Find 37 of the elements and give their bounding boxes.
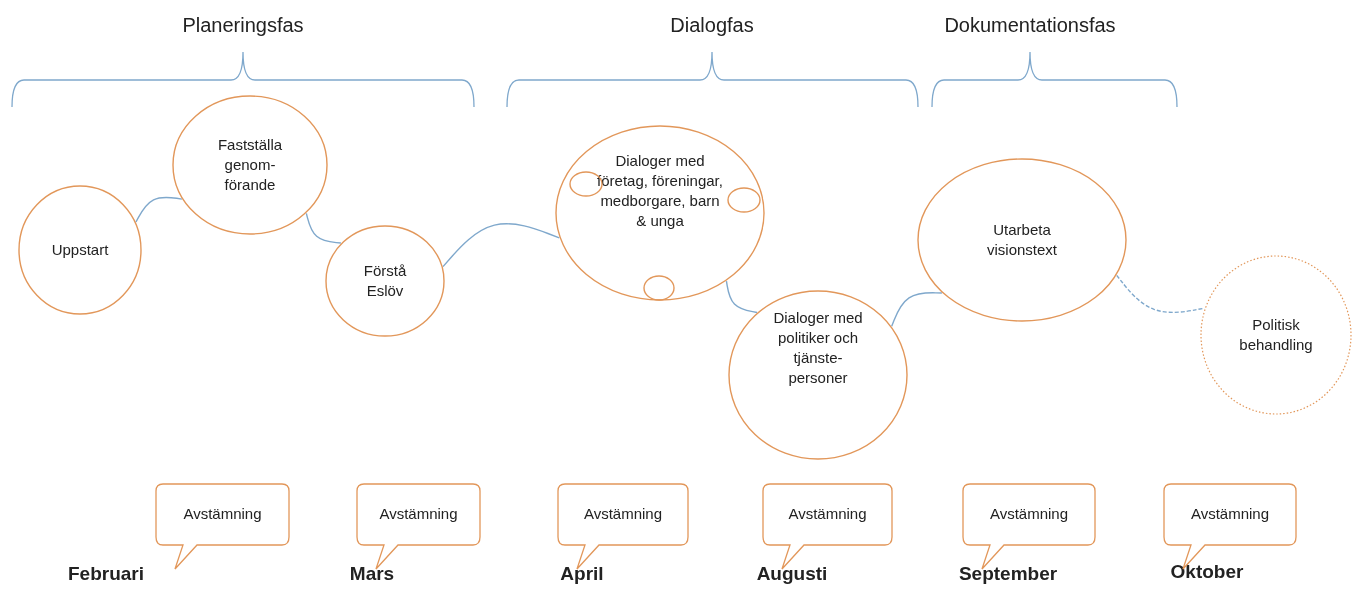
connector-arc [725, 280, 758, 314]
stage-circle [728, 290, 908, 460]
connector-arc [891, 292, 943, 327]
bubble-text: Avstämning [989, 504, 1069, 524]
connector-arc [305, 212, 342, 244]
month-label: September [958, 563, 1058, 585]
stage-circle [18, 185, 142, 315]
bubble-text: Avstämning [788, 504, 867, 524]
month-label: Augusti [756, 563, 828, 585]
month-label: Februari [68, 563, 144, 585]
bubble-text: Avstämning [1190, 504, 1270, 524]
circle-text: Uppstart [51, 240, 109, 260]
small-circle [727, 187, 761, 213]
connector-arc [442, 223, 560, 268]
month-label: April [560, 563, 604, 585]
circle-text: Fastställa genom- förande [216, 135, 284, 195]
stage-circle [325, 225, 445, 337]
month-label: Mars [349, 563, 395, 585]
circle-text: Dialoger med företag, föreningar, medborgare, barn & unga [596, 151, 724, 231]
circle-text: Förstå Eslöv [362, 261, 408, 301]
phase-heading: Dialogfas [670, 14, 754, 37]
connector-arc [135, 196, 183, 223]
circle-text: Politisk behandling [1238, 315, 1314, 355]
circle-text: Dialoger med politiker och tjänste- personer [772, 308, 864, 388]
stage-circle [172, 95, 328, 235]
bubble-text: Avstämning [379, 504, 458, 524]
phase-heading: Planeringsfas [182, 14, 304, 37]
circle-text: Utarbeta visionstext [986, 220, 1058, 260]
speech-bubble [155, 483, 290, 571]
stage-circle [555, 125, 765, 301]
bubble-text: Avstämning [183, 504, 262, 524]
month-label: Oktober [1170, 561, 1244, 583]
bubble-text: Avstämning [583, 504, 663, 524]
phase-heading: Dokumentationsfas [944, 14, 1116, 37]
small-circle [643, 275, 675, 301]
stage-circle [917, 158, 1127, 322]
dotted-circle [1200, 255, 1352, 415]
